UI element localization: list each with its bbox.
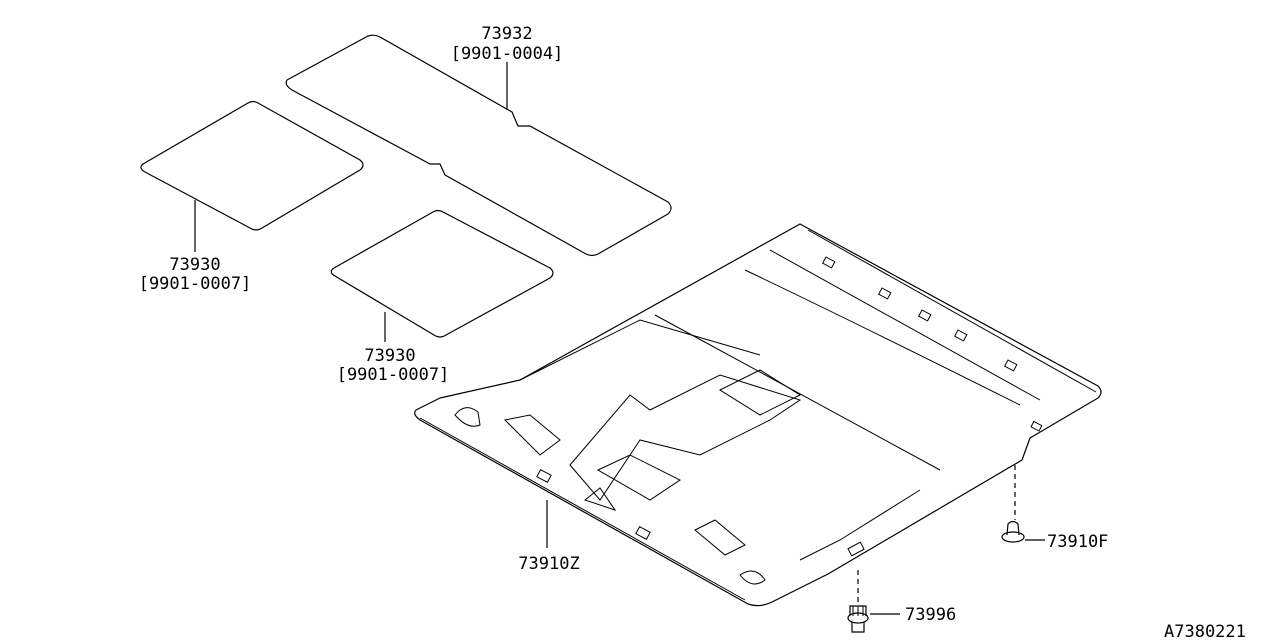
figure-id: A7380221 bbox=[1164, 622, 1246, 640]
part-number-73910f: 73910F bbox=[1047, 532, 1108, 552]
roof-pad-73932[interactable] bbox=[285, 34, 672, 257]
fastener-73996[interactable] bbox=[847, 605, 869, 633]
part-range-73930-middle: [9901-0007] bbox=[337, 365, 450, 385]
part-number-73930-middle: 73930 bbox=[364, 346, 415, 366]
clip-73910f[interactable] bbox=[1001, 520, 1025, 543]
roof-pad-73930-middle[interactable] bbox=[330, 209, 554, 338]
roof-pad-73930-left[interactable] bbox=[140, 100, 364, 231]
headliner-73910z[interactable] bbox=[414, 223, 1102, 607]
part-range-73930-left: [9901-0007] bbox=[139, 274, 252, 294]
part-range-73932: [9901-0004] bbox=[451, 44, 564, 64]
part-number-73996: 73996 bbox=[905, 605, 956, 625]
part-number-73930-left: 73930 bbox=[169, 255, 220, 275]
part-number-73932: 73932 bbox=[481, 24, 532, 44]
part-number-73910z: 73910Z bbox=[518, 554, 579, 574]
